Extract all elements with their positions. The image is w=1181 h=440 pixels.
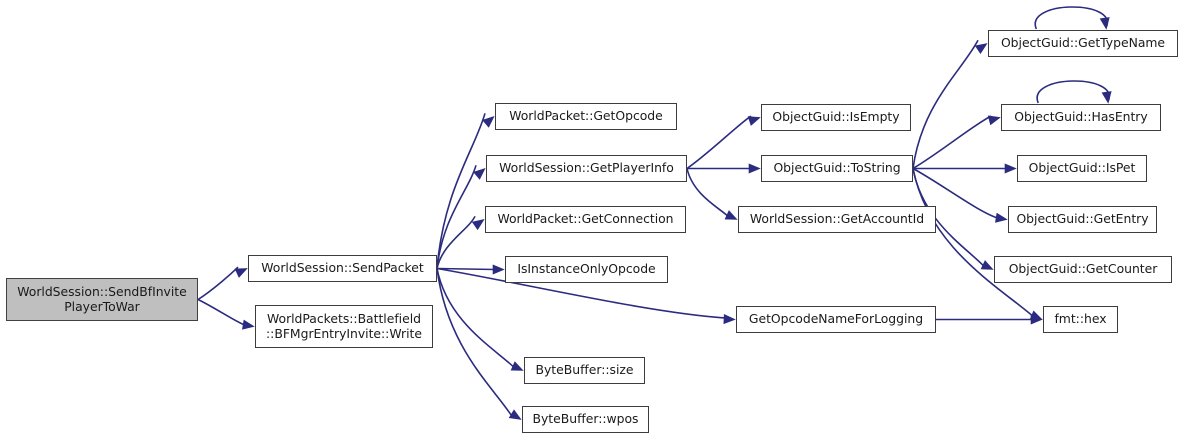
edge-n10-to-n14-arrow: [987, 115, 1001, 126]
graph-node-n1[interactable]: WorldSession::SendPacket: [248, 255, 437, 282]
graph-node-n15[interactable]: ObjectGuid::IsPet: [1017, 155, 1147, 182]
graph-node-n17[interactable]: ObjectGuid::GetCounter: [994, 256, 1172, 283]
edge-n0-to-n2: [197, 298, 246, 326]
edge-n4-to-n11-arrow: [724, 210, 738, 220]
graph-node-n8[interactable]: ByteBuffer::wpos: [522, 406, 649, 433]
edge-n14-to-n14-arrow: [1101, 91, 1112, 104]
graph-node-n16[interactable]: ObjectGuid::GetEntry: [1008, 206, 1157, 233]
edge-n1-to-n12: [436, 267, 727, 319]
edge-n1-to-n12-arrow: [723, 314, 736, 325]
graph-node-n18[interactable]: fmt::hex: [1043, 306, 1118, 333]
edge-n1-to-n5-arrow: [471, 219, 485, 231]
edge-n1-to-n3: [436, 113, 486, 269]
edge-n4-to-n9: [686, 115, 752, 170]
edge-n0-to-n1-arrow: [234, 268, 248, 278]
edge-n10-to-n14: [912, 115, 992, 170]
edge-n1-to-n5: [436, 215, 476, 269]
graph-node-n11[interactable]: WorldSession::GetAccountId: [738, 206, 936, 233]
graph-node-n3[interactable]: WorldPacket::GetOpcode: [495, 103, 677, 130]
edge-n1-to-n7: [436, 268, 515, 368]
edge-n1-to-n8: [436, 268, 513, 417]
graph-node-n5[interactable]: WorldPacket::GetConnection: [485, 206, 686, 233]
edge-n1-to-n6-arrow: [492, 264, 505, 275]
edge-n0-to-n2-arrow: [242, 319, 255, 330]
edge-n1-to-n3-arrow: [482, 115, 495, 128]
edge-n4-to-n10-arrow: [748, 163, 761, 174]
graph-node-n7[interactable]: ByteBuffer::size: [524, 357, 645, 384]
graph-node-n6[interactable]: IsInstanceOnlyOpcode: [505, 256, 668, 283]
graph-node-n10[interactable]: ObjectGuid::ToString: [761, 155, 913, 182]
edge-n0-to-n1: [197, 266, 239, 301]
edge-n4-to-n11: [686, 168, 729, 217]
edge-n13-to-n13-arrow: [1099, 17, 1110, 30]
graph-node-n12[interactable]: GetOpcodeNameForLogging: [736, 306, 936, 333]
edge-n10-to-n13: [912, 39, 979, 169]
graph-node-n0[interactable]: WorldSession::SendBfInvite PlayerToWar: [6, 278, 198, 321]
edge-n1-to-n6: [436, 267, 496, 271]
graph-node-n2[interactable]: WorldPackets::Battlefield ::BFMgrEntryIn…: [255, 305, 433, 348]
edge-n13-to-n13: [1034, 6, 1109, 30]
edge-n1-to-n7-arrow: [510, 361, 524, 371]
edge-n10-to-n13-arrow: [974, 43, 988, 55]
edge-n10-to-n16: [912, 167, 999, 219]
edge-n10-to-n18: [912, 168, 1034, 317]
edge-n10-to-n17-arrow: [980, 260, 994, 270]
edge-n12-to-n18-arrow: [1030, 314, 1043, 325]
graph-node-n13[interactable]: ObjectGuid::GetTypeName: [988, 30, 1178, 57]
edge-n10-to-n16-arrow: [995, 212, 1008, 223]
edge-n14-to-n14: [1036, 80, 1110, 104]
graph-node-n4[interactable]: WorldSession::GetPlayerInfo: [486, 155, 687, 182]
edge-n10-to-n15-arrow: [1004, 163, 1017, 174]
graph-node-n9[interactable]: ObjectGuid::IsEmpty: [761, 104, 911, 131]
graph-node-n14[interactable]: ObjectGuid::HasEntry: [1001, 104, 1161, 131]
edge-n4-to-n9-arrow: [747, 116, 761, 126]
edge-n1-to-n4: [436, 165, 477, 269]
edge-n1-to-n8-arrow: [508, 409, 522, 420]
edge-n1-to-n4-arrow: [473, 167, 486, 180]
